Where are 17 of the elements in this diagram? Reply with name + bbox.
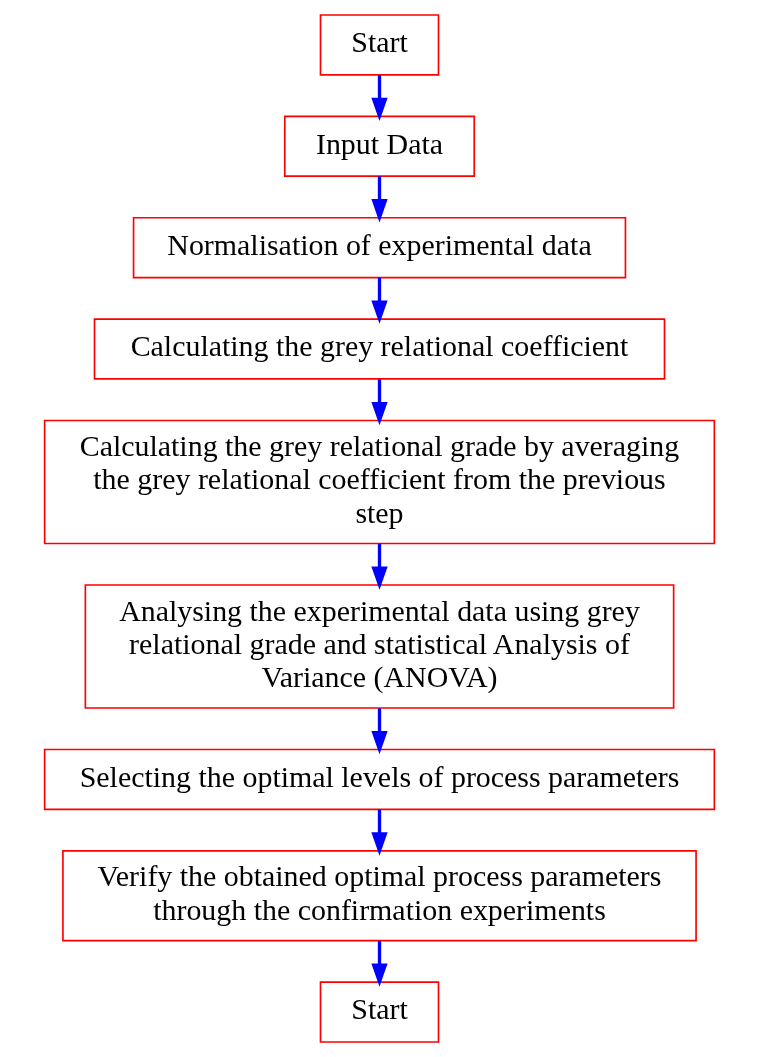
node-box: Normalisation of experimental data xyxy=(132,216,627,279)
arrow xyxy=(371,708,388,755)
node-box: Calculating the grey relational coefficient xyxy=(93,318,666,380)
node-box: Analysing the experimental data using grey relational grade and statistical Analysis of Variance (ANOVA) xyxy=(84,584,675,709)
arrow xyxy=(371,379,388,426)
node-box: Verify the obtained optimal process parameters through the confirmation experiments xyxy=(62,850,697,942)
node-box: Calculating the grey relational grade by averaging the grey relational coefficient from the previous step xyxy=(43,419,716,545)
arrow xyxy=(371,277,388,324)
arrow xyxy=(371,74,388,121)
arrow xyxy=(371,543,388,590)
node-box: Input Data xyxy=(283,115,476,178)
node-box: Selecting the optimal levels of process parameters xyxy=(43,748,716,811)
node-box: Start xyxy=(319,14,440,76)
arrow xyxy=(371,940,388,987)
node-box: Start xyxy=(319,981,440,1043)
arrow xyxy=(371,176,388,223)
arrow xyxy=(371,809,388,856)
